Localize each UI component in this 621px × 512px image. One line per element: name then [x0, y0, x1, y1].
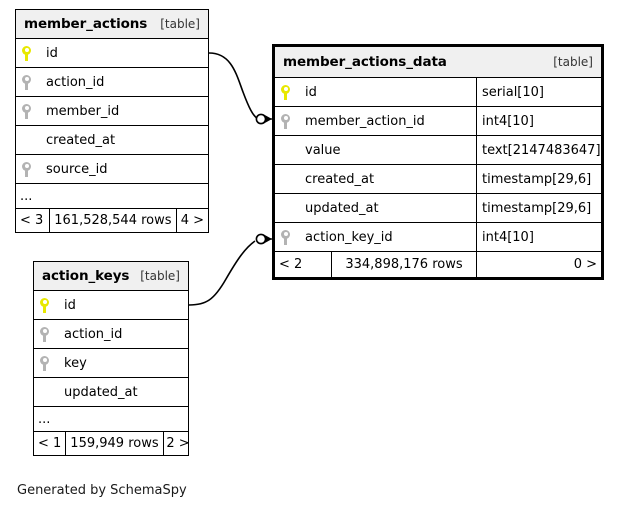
column-row-action-id[interactable]: action_id: [34, 320, 188, 349]
foreign-key-icon: [22, 74, 46, 90]
table-footer: < 2 334,898,176 rows 0 >: [275, 252, 601, 277]
column-type: int4[10]: [476, 223, 601, 251]
column-left: value: [275, 136, 476, 164]
column-name: updated_at: [64, 384, 138, 400]
table-type-tag: [table]: [140, 269, 180, 283]
table-header: member_actions_data [table]: [275, 47, 601, 78]
column-name: action_key_id: [305, 229, 393, 245]
column-left: action_id: [34, 320, 188, 348]
column-name: id: [64, 297, 76, 313]
column-row-action-id[interactable]: action_id: [16, 68, 208, 97]
column-name: member_id: [46, 103, 120, 119]
column-row-created-at[interactable]: created_at: [16, 126, 208, 155]
table-header: action_keys [table]: [34, 262, 188, 291]
column-left: member_id: [16, 97, 208, 125]
next-page-button[interactable]: 4 >: [180, 213, 204, 228]
column-name: id: [305, 84, 317, 100]
foreign-key-icon: [22, 103, 46, 119]
column-name: created_at: [46, 132, 116, 148]
column-left: created_at: [16, 126, 208, 154]
column-type: text[2147483647]: [476, 136, 601, 164]
zero-cardinality-circle: [255, 233, 267, 245]
primary-key-icon: [40, 297, 64, 313]
row-count-label: 334,898,176 rows: [331, 252, 476, 277]
primary-key-icon: [22, 45, 46, 61]
next-page-button[interactable]: 2 >: [166, 436, 190, 451]
column-name: created_at: [305, 171, 375, 187]
column-name: value: [305, 142, 341, 158]
column-left: updated_at: [34, 378, 188, 406]
next-page-button[interactable]: 0 >: [476, 252, 601, 277]
column-name: action_id: [46, 74, 105, 90]
column-row-action-key-id[interactable]: action_key_id int4[10]: [275, 223, 601, 252]
foreign-key-icon: [281, 113, 305, 129]
table-type-tag: [table]: [553, 55, 593, 69]
column-row-updated-at[interactable]: updated_at timestamp[29,6]: [275, 194, 601, 223]
column-row-created-at[interactable]: created_at timestamp[29,6]: [275, 165, 601, 194]
row-count-label: 159,949 rows: [65, 432, 164, 455]
column-row-member-action-id[interactable]: member_action_id int4[10]: [275, 107, 601, 136]
column-left: id: [16, 39, 208, 67]
foreign-key-icon: [22, 161, 46, 177]
column-left: created_at: [275, 165, 476, 193]
table-header: member_actions [table]: [16, 10, 208, 39]
prev-page-button[interactable]: < 2: [279, 257, 303, 272]
column-left: member_action_id: [275, 107, 476, 135]
column-left: id: [275, 78, 476, 106]
crowsfoot-arrow: [263, 114, 272, 124]
table-member-actions-data[interactable]: member_actions_data [table] id serial[10…: [272, 44, 604, 280]
foreign-key-icon: [40, 326, 64, 342]
column-row-updated-at[interactable]: updated_at: [34, 378, 188, 407]
column-row-value[interactable]: value text[2147483647]: [275, 136, 601, 165]
more-columns-ellipsis[interactable]: ...: [16, 184, 208, 209]
column-name: member_action_id: [305, 113, 425, 129]
column-name: key: [64, 355, 87, 371]
column-row-key[interactable]: key: [34, 349, 188, 378]
row-count-label: 161,528,544 rows: [49, 209, 177, 232]
column-row-source-id[interactable]: source_id: [16, 155, 208, 184]
column-row-member-id[interactable]: member_id: [16, 97, 208, 126]
column-type: timestamp[29,6]: [476, 194, 601, 222]
table-name: action_keys: [42, 268, 130, 284]
column-left: source_id: [16, 155, 208, 183]
prev-page-button[interactable]: < 3: [20, 213, 44, 228]
column-left: action_id: [16, 68, 208, 96]
column-row-id[interactable]: id: [34, 291, 188, 320]
column-left: action_key_id: [275, 223, 476, 251]
relationship-line: [208, 52, 259, 120]
column-left: key: [34, 349, 188, 377]
table-footer: < 1 159,949 rows 2 >: [34, 432, 190, 455]
column-left: id: [34, 291, 188, 319]
relationship-action-keys-to-member-actions-data: [188, 233, 272, 306]
relationship-member-actions-to-member-actions-data: [208, 52, 272, 125]
zero-cardinality-circle: [255, 113, 267, 125]
table-member-actions[interactable]: member_actions [table] id action_id: [15, 9, 209, 233]
table-action-keys[interactable]: action_keys [table] id action_id: [33, 261, 190, 456]
relationship-line: [188, 240, 256, 306]
prev-page-button[interactable]: < 1: [38, 436, 62, 451]
table-footer: < 3 161,528,544 rows 4 >: [16, 209, 208, 232]
column-type: int4[10]: [476, 107, 601, 135]
column-row-id[interactable]: id serial[10]: [275, 78, 601, 107]
column-row-id[interactable]: id: [16, 39, 208, 68]
primary-key-icon: [281, 84, 305, 100]
table-name: member_actions_data: [283, 54, 447, 70]
column-left: updated_at: [275, 194, 476, 222]
generated-by-caption: Generated by SchemaSpy: [17, 483, 187, 498]
more-columns-ellipsis[interactable]: ...: [34, 407, 188, 432]
column-type: timestamp[29,6]: [476, 165, 601, 193]
column-name: source_id: [46, 161, 108, 177]
column-name: updated_at: [305, 200, 379, 216]
column-name: action_id: [64, 326, 123, 342]
crowsfoot-arrow: [263, 234, 272, 244]
column-name: id: [46, 45, 58, 61]
table-type-tag: [table]: [160, 17, 200, 31]
foreign-key-icon: [40, 355, 64, 371]
column-type: serial[10]: [476, 78, 601, 106]
table-name: member_actions: [24, 16, 148, 32]
foreign-key-icon: [281, 229, 305, 245]
